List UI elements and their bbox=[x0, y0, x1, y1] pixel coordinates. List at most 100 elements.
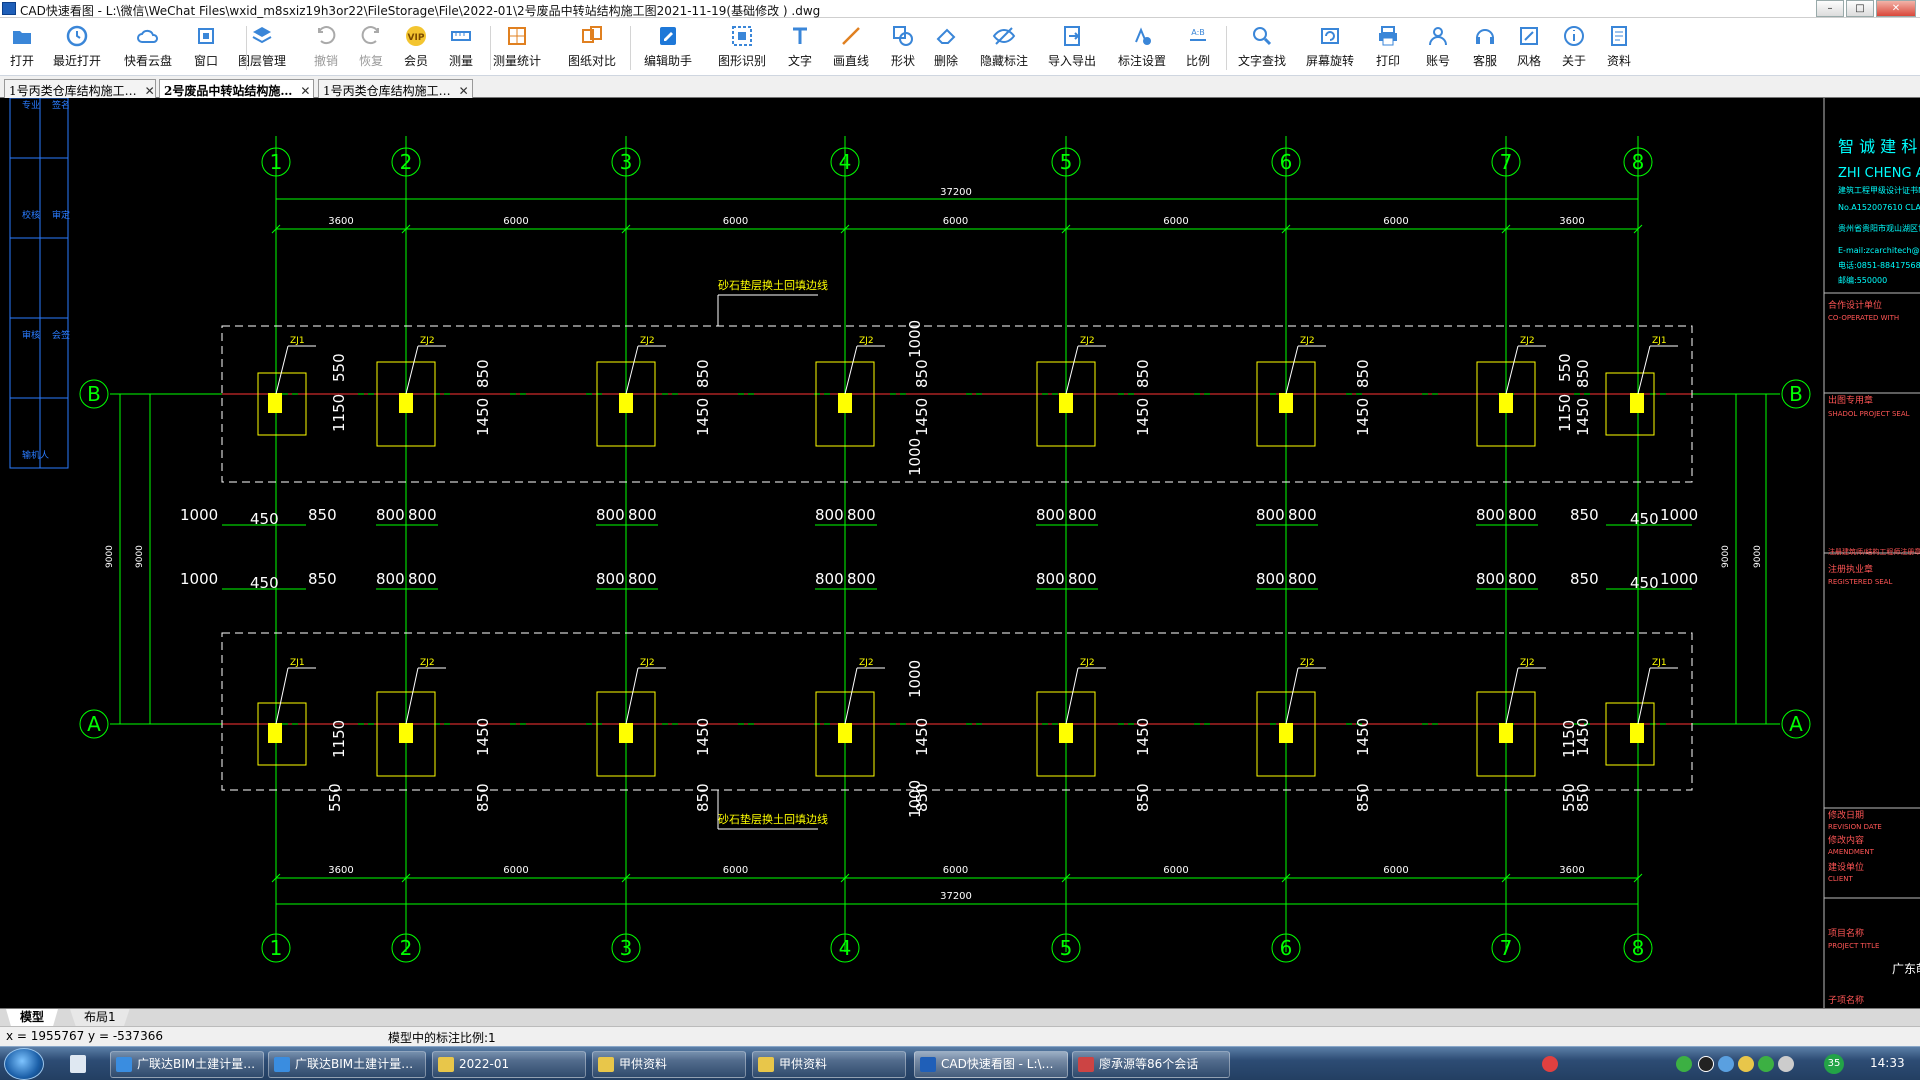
toolbar-label: 图层管理 bbox=[237, 54, 286, 68]
dimension-text: 800 bbox=[1036, 506, 1065, 524]
taskbar-item[interactable]: 甲供资料 bbox=[752, 1051, 906, 1078]
toolbar-button-undo[interactable]: 撤销 bbox=[298, 24, 354, 76]
taskbar-item-label: 广联达BIM土建计量… bbox=[295, 1057, 414, 1071]
eraser-icon bbox=[936, 28, 956, 44]
toolbar-button-rotate-screen[interactable]: 屏幕旋转 bbox=[1302, 24, 1358, 76]
coordinate-readout: x = 1955767 y = -537366 bbox=[6, 1029, 163, 1043]
toolbar-button-edit-assistant[interactable]: 编辑助手 bbox=[640, 24, 696, 76]
dimension-text-vertical: 850 bbox=[1574, 783, 1592, 812]
qq-tray-icon[interactable] bbox=[1698, 1056, 1714, 1072]
dimension-text-vertical: 850 bbox=[1134, 783, 1152, 812]
dimension-text-vertical: 850 bbox=[1134, 359, 1152, 388]
taskbar-item[interactable]: 广联达BIM土建计量… bbox=[268, 1051, 426, 1078]
toolbar-button-documents[interactable]: 资料 bbox=[1591, 24, 1647, 76]
cad-drawing[interactable]: 专业 签名 校核 审定 审核 会签 输机人 智 诚 建 科 ZHI CHENG … bbox=[0, 98, 1920, 1008]
dimension-text: 800 bbox=[408, 506, 437, 524]
column bbox=[399, 393, 413, 413]
dimension-tick bbox=[840, 224, 850, 234]
drawing-canvas[interactable]: 专业 签名 校核 审定 审核 会签 输机人 智 诚 建 科 ZHI CHENG … bbox=[0, 98, 1920, 1008]
taskbar-item-label: 甲供资料 bbox=[779, 1057, 828, 1071]
taskbar-item[interactable]: 2022-01 bbox=[432, 1051, 586, 1078]
dimension-text: 6000 bbox=[1163, 216, 1188, 227]
toolbar-button-text[interactable]: 文字 bbox=[772, 24, 828, 76]
close-tab-icon[interactable]: ✕ bbox=[144, 84, 155, 98]
layout-tab-model[interactable]: 模型 bbox=[6, 1009, 59, 1027]
footing-label: ZJ2 bbox=[420, 336, 435, 346]
toolbar-button-info[interactable]: 关于 bbox=[1546, 24, 1602, 76]
taskbar-item[interactable]: 廖承源等86个会话 bbox=[1072, 1051, 1230, 1078]
wechat-tray-icon[interactable] bbox=[1676, 1056, 1692, 1072]
toolbar-label: 客服 bbox=[1472, 54, 1497, 68]
toolbar-button-redo[interactable]: 恢复 bbox=[343, 24, 399, 76]
toolbar-label: 删除 bbox=[933, 54, 958, 68]
axis-bubble bbox=[830, 933, 860, 963]
minimize-button[interactable]: – bbox=[1816, 0, 1844, 17]
title-block-text: No.A152007610 CLAS bbox=[1838, 203, 1920, 212]
title-block-text: E-mail:zcarchitech@ bbox=[1838, 246, 1920, 255]
dimension-text-vertical: 1450 bbox=[913, 718, 931, 756]
network-tray-icon[interactable] bbox=[1718, 1056, 1734, 1072]
footing-zj2 bbox=[1036, 361, 1096, 447]
layout-tab-layout1[interactable]: 布局1 bbox=[70, 1009, 130, 1027]
file-tab[interactable]: 2号废品中转站结构施…✕ bbox=[159, 79, 314, 98]
toolbar-button-measure-stats[interactable]: 测量统计 bbox=[489, 24, 545, 76]
close-button[interactable]: ✕ bbox=[1876, 0, 1916, 17]
footing-label: ZJ2 bbox=[1520, 658, 1535, 668]
toolbar-button-style[interactable]: 风格 bbox=[1501, 24, 1557, 76]
maximize-button[interactable]: □ bbox=[1846, 0, 1874, 17]
tray-app-icon[interactable] bbox=[1542, 1056, 1558, 1072]
toolbar-button-import-export[interactable]: 导入导出 bbox=[1044, 24, 1100, 76]
shape-recognize-icon bbox=[732, 26, 752, 46]
axis-bubble bbox=[261, 933, 291, 963]
file-tab[interactable]: 1号丙类仓库结构施工…✕ bbox=[4, 79, 156, 98]
taskbar-item[interactable]: 广联达BIM土建计量… bbox=[110, 1051, 264, 1078]
toolbar-button-printer[interactable]: 打印 bbox=[1360, 24, 1416, 76]
toolbar-button-recent-clock[interactable]: 最近打开 bbox=[49, 24, 105, 76]
toolbar-button-account[interactable]: 账号 bbox=[1410, 24, 1466, 76]
dimension-tick bbox=[1281, 224, 1291, 234]
show-desktop-icon[interactable] bbox=[70, 1055, 86, 1073]
close-tab-icon[interactable]: ✕ bbox=[458, 84, 469, 98]
toolbar-button-compare[interactable]: 图纸对比 bbox=[564, 24, 620, 76]
toolbar-label: 最近打开 bbox=[52, 54, 101, 68]
dimension-text: 800 bbox=[1476, 570, 1505, 588]
clock[interactable]: 14:33 bbox=[1870, 1056, 1905, 1070]
dimension-text: 6000 bbox=[1163, 865, 1188, 876]
axis-bubble bbox=[611, 933, 641, 963]
toolbar-button-headset[interactable]: 客服 bbox=[1457, 24, 1513, 76]
toolbar-button-eraser[interactable]: 删除 bbox=[918, 24, 974, 76]
volume-tray-icon[interactable] bbox=[1778, 1056, 1794, 1072]
toolbar-button-text-search[interactable]: 文字查找 bbox=[1234, 24, 1290, 76]
dimension-text: 6000 bbox=[1383, 216, 1408, 227]
update-tray-icon[interactable] bbox=[1758, 1056, 1774, 1072]
axis-letter: B bbox=[87, 382, 101, 406]
toolbar-button-annotation-settings[interactable]: 标注设置 bbox=[1114, 24, 1170, 76]
taskbar-item[interactable]: 甲供资料 bbox=[592, 1051, 746, 1078]
flag-tray-icon[interactable] bbox=[1738, 1056, 1754, 1072]
toolbar-button-ruler[interactable]: 测量 bbox=[433, 24, 489, 76]
toolbar-button-hide-annotation[interactable]: 隐藏标注 bbox=[976, 24, 1032, 76]
toolbar-button-shape-recognize[interactable]: 图形识别 bbox=[714, 24, 770, 76]
taskbar-item[interactable]: CAD快速看图 - L:\… bbox=[914, 1051, 1068, 1078]
dimension-text: 6000 bbox=[943, 865, 968, 876]
file-tab[interactable]: 1号丙类仓库结构施工…✕ bbox=[318, 79, 473, 98]
toolbar-button-line[interactable]: 画直线 bbox=[823, 24, 879, 76]
start-button[interactable] bbox=[4, 1048, 44, 1080]
toolbar-button-shape[interactable]: 形状 bbox=[875, 24, 931, 76]
column bbox=[268, 723, 282, 743]
taskbar-item-label: 甲供资料 bbox=[619, 1057, 668, 1071]
toolbar-button-layers[interactable]: 图层管理 bbox=[234, 24, 290, 76]
column bbox=[268, 393, 282, 413]
close-tab-icon[interactable]: ✕ bbox=[300, 84, 311, 98]
info-icon bbox=[1564, 26, 1584, 46]
dimension-text: 6000 bbox=[943, 216, 968, 227]
dimension-text: 3600 bbox=[328, 865, 353, 876]
tray-badge[interactable]: 35 bbox=[1824, 1054, 1844, 1074]
column bbox=[1279, 393, 1293, 413]
toolbar-button-folder-open[interactable]: 打开 bbox=[0, 24, 50, 76]
footing-zj2 bbox=[815, 361, 875, 447]
toolbar-button-cloud[interactable]: 快看云盘 bbox=[120, 24, 176, 76]
toolbar-button-window-fit[interactable]: 窗口 bbox=[178, 24, 234, 76]
